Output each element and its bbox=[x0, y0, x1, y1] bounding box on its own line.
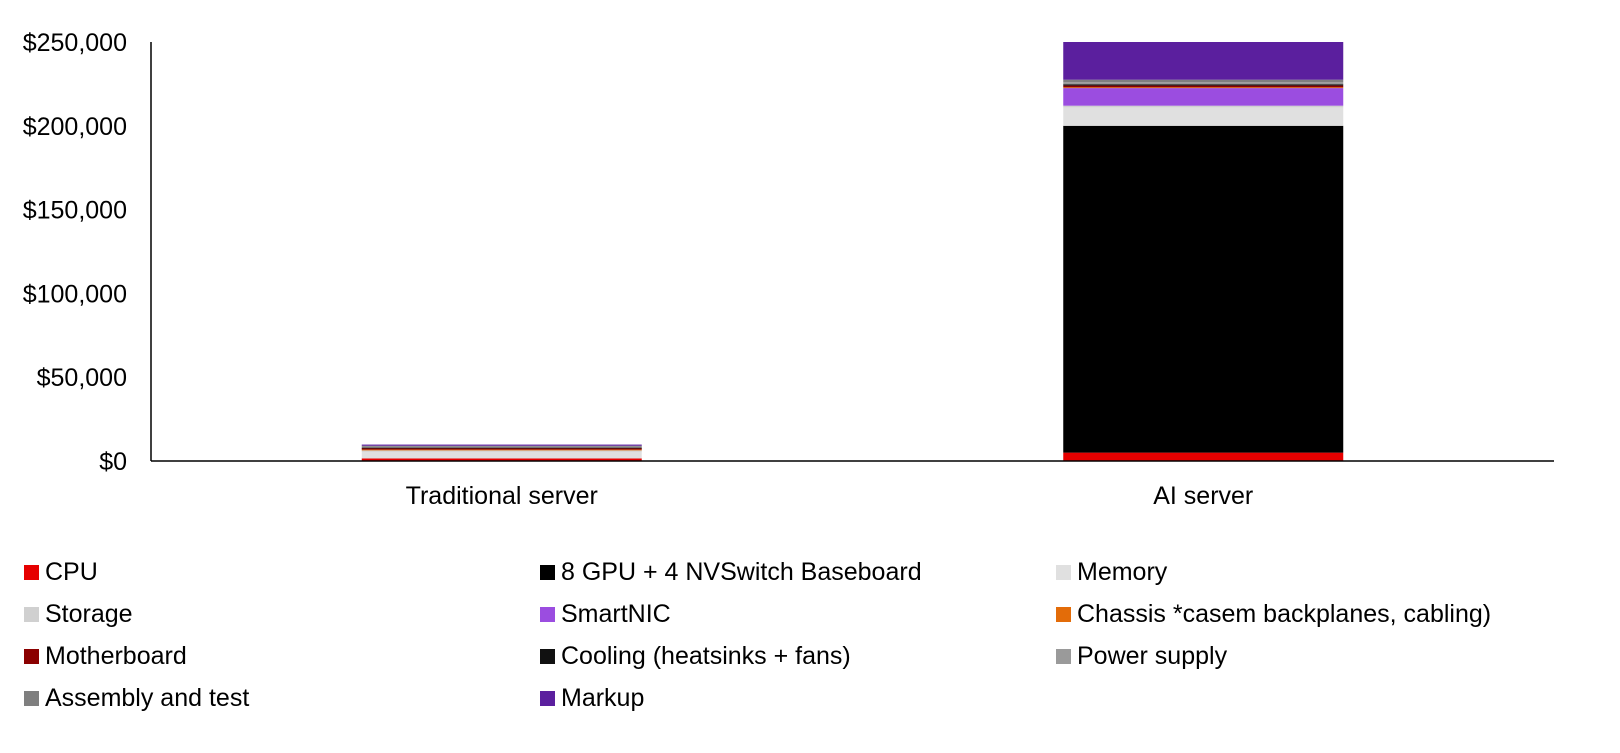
bar-segment-smartnic bbox=[1063, 88, 1344, 106]
bar-segment-chassis-casem-backplanes-cabling bbox=[1063, 87, 1344, 89]
legend-label: Assembly and test bbox=[45, 683, 250, 712]
bar-segment-chassis-casem-backplanes-cabling bbox=[361, 449, 642, 451]
legend-label: Motherboard bbox=[45, 641, 187, 670]
legend-swatch bbox=[24, 606, 39, 622]
legend-swatch bbox=[540, 606, 555, 622]
bar-segment-memory bbox=[361, 451, 642, 459]
bar-segment-memory bbox=[1063, 107, 1344, 126]
bar-segment-motherboard bbox=[361, 448, 642, 450]
bar-segment-cooling-heatsinks-fans bbox=[1063, 84, 1344, 86]
legend-item: Power supply bbox=[1056, 639, 1227, 673]
legend-item: SmartNIC bbox=[540, 597, 671, 631]
legend-item: Storage bbox=[24, 597, 133, 631]
legend-item: Motherboard bbox=[24, 639, 187, 673]
y-tick-label: $150,000 bbox=[23, 197, 127, 225]
bar-segment-8-gpu-4-nvswitch-baseboard bbox=[1063, 125, 1344, 453]
bar-segment-power-supply bbox=[1063, 82, 1344, 85]
legend-item: CPU bbox=[24, 555, 98, 589]
legend-swatch bbox=[540, 564, 555, 580]
bar-segment-assembly-and-test bbox=[361, 445, 642, 447]
x-tick-label: AI server bbox=[1153, 482, 1253, 510]
legend-swatch bbox=[540, 690, 555, 706]
stacked-bar-chart: $0 $50,000 $100,000 $150,000 $200,000 $250,00… bbox=[23, 29, 1554, 510]
legend-item: Markup bbox=[540, 681, 644, 715]
y-tick-label: $50,000 bbox=[37, 364, 127, 392]
bar-segment-storage bbox=[1063, 105, 1344, 108]
legend-label: Storage bbox=[45, 599, 133, 628]
legend-item: Memory bbox=[1056, 555, 1167, 589]
legend-swatch bbox=[24, 690, 39, 706]
legend-label: CPU bbox=[45, 557, 98, 586]
y-tick-label: $100,000 bbox=[23, 280, 127, 308]
legend-item: Assembly and test bbox=[24, 681, 249, 715]
legend-item: Chassis *casem backplanes, cabling) bbox=[1056, 597, 1491, 631]
legend-label: 8 GPU + 4 NVSwitch Baseboard bbox=[561, 557, 922, 586]
bar-segment-assembly-and-test bbox=[1063, 79, 1344, 83]
legend-label: Markup bbox=[561, 683, 645, 712]
legend-item: 8 GPU + 4 NVSwitch Baseboard bbox=[540, 555, 922, 589]
legend-swatch bbox=[24, 648, 39, 664]
bar-segment-markup bbox=[361, 444, 642, 446]
legend-swatch bbox=[540, 648, 555, 664]
bar-segment-storage bbox=[361, 450, 642, 452]
x-tick-label: Traditional server bbox=[406, 482, 598, 510]
legend-label: Memory bbox=[1077, 557, 1168, 586]
bar-segment-markup bbox=[1063, 42, 1344, 80]
y-tick-label: $200,000 bbox=[23, 113, 127, 141]
bar-segment-motherboard bbox=[1063, 85, 1344, 88]
bar-segment-cooling-heatsinks-fans bbox=[361, 447, 642, 449]
legend-label: Cooling (heatsinks + fans) bbox=[561, 641, 851, 670]
bar-segment-cpu bbox=[361, 458, 642, 461]
legend-swatch bbox=[1056, 648, 1071, 664]
y-tick-label: $0 bbox=[99, 448, 127, 476]
legend-swatch bbox=[24, 564, 39, 580]
legend-swatch bbox=[1056, 564, 1071, 580]
legend-label: Power supply bbox=[1077, 641, 1228, 670]
bar-segment-power-supply bbox=[361, 446, 642, 448]
legend-label: SmartNIC bbox=[561, 599, 671, 628]
legend-swatch bbox=[1056, 606, 1071, 622]
legend-item: Cooling (heatsinks + fans) bbox=[540, 639, 851, 673]
bar-segment-cpu bbox=[1063, 452, 1344, 461]
y-tick-label: $250,000 bbox=[23, 29, 127, 57]
legend-label: Chassis *casem backplanes, cabling) bbox=[1077, 599, 1492, 628]
